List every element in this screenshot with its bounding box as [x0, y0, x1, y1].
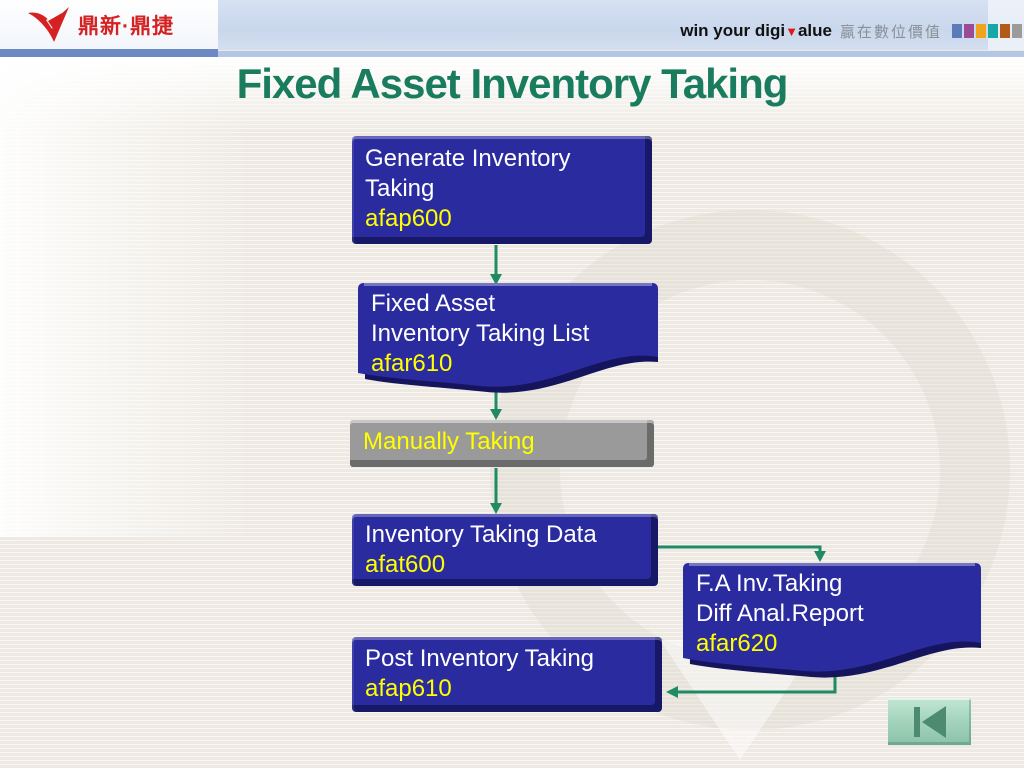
logo-card: 鼎新·鼎捷	[0, 0, 218, 49]
flow-box-manually-taking: Manually Taking	[350, 420, 654, 467]
program-code: afap600	[365, 205, 452, 232]
box-label: Manually Taking	[363, 428, 535, 455]
brand-tagline: win your digi▼alue 贏在數位價值	[680, 0, 1022, 50]
color-square	[964, 24, 974, 38]
flow-box-generate-inventory-taking: Generate Inventory Taking afap600	[352, 136, 652, 244]
arrowhead-down-icon	[490, 503, 502, 514]
red-check-icon: ▼	[785, 24, 798, 39]
box-label: Fixed Asset	[371, 290, 496, 317]
color-square	[1000, 24, 1010, 38]
arrowhead-down-icon	[490, 409, 502, 420]
document-shape	[683, 563, 981, 678]
flow-doc-inventory-taking-list: Fixed Asset Inventory Taking List afar61…	[358, 283, 658, 395]
color-square	[976, 24, 986, 38]
logo-text: 鼎新·鼎捷	[78, 14, 174, 38]
tagline-text: win your digi▼alue	[680, 21, 832, 40]
digiwin-logo-icon	[28, 6, 69, 42]
page-title: Fixed Asset Inventory Taking	[236, 60, 789, 107]
arrowhead-down-icon	[490, 274, 502, 285]
program-code: afar610	[371, 350, 453, 377]
box-label: Taking	[365, 175, 435, 202]
program-code: afat600	[365, 551, 446, 578]
flow-box-inventory-taking-data: Inventory Taking Data afat600	[352, 514, 658, 586]
brand-color-squares	[952, 24, 1022, 38]
color-square	[1012, 24, 1022, 38]
flow-box-post-inventory-taking: Post Inventory Taking afap610	[352, 637, 662, 712]
box-label: Diff Anal.Report	[696, 600, 864, 627]
color-square	[988, 24, 998, 38]
flow-doc-diff-analysis-report: F.A Inv.Taking Diff Anal.Report afar620	[683, 563, 981, 678]
header-bar: win your digi▼alue 贏在數位價值 鼎新·鼎捷	[0, 0, 1024, 57]
header-strip-left	[0, 49, 218, 57]
document-shape	[358, 283, 658, 393]
connector-data-report	[658, 545, 822, 552]
tagline-chinese: 贏在數位價值	[839, 23, 942, 41]
header-strip-right	[218, 51, 1024, 57]
background-fade-left	[0, 57, 250, 537]
program-code: afar620	[696, 630, 778, 657]
skip-to-start-button[interactable]	[888, 698, 971, 745]
skip-to-start-icon	[913, 705, 946, 738]
box-label: Inventory Taking List	[371, 320, 590, 347]
box-label: F.A Inv.Taking	[696, 570, 843, 597]
box-label: Inventory Taking Data	[365, 521, 597, 548]
arrowhead-left-icon	[666, 686, 678, 698]
arrowhead-down-icon	[814, 551, 826, 562]
box-label: Generate Inventory	[365, 145, 571, 172]
box-label: Post Inventory Taking	[365, 645, 595, 672]
program-code: afap610	[365, 675, 452, 702]
color-square	[952, 24, 962, 38]
